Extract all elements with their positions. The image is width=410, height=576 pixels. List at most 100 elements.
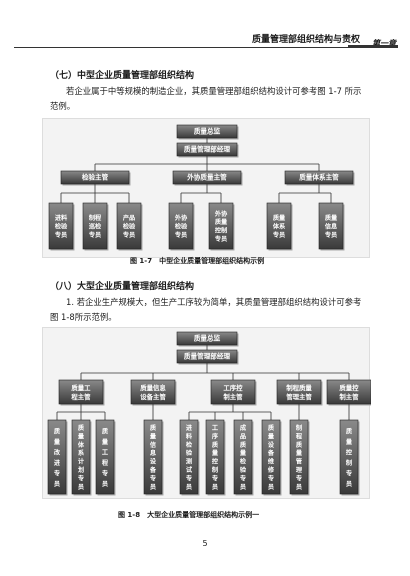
box-label: 工 bbox=[212, 425, 219, 432]
box-label: 量 bbox=[240, 449, 247, 457]
box-label: 专员 bbox=[55, 231, 67, 239]
box-label: 检 bbox=[186, 441, 193, 449]
box-label: 控制 bbox=[215, 227, 227, 235]
box-label: 制主管 bbox=[339, 392, 359, 401]
box-label: 质 bbox=[78, 424, 85, 432]
box-label: 制 bbox=[212, 466, 218, 474]
box-label: 员 bbox=[212, 483, 218, 491]
box-label: 系 bbox=[78, 449, 84, 457]
box-label: 专 bbox=[346, 470, 352, 478]
box-label: 设 bbox=[150, 458, 157, 466]
header-title: 质量管理部组织结构与责权 bbox=[251, 35, 360, 45]
box-label: 员 bbox=[102, 480, 108, 488]
box-label: 管 bbox=[296, 458, 302, 466]
box-label: 息 bbox=[150, 449, 157, 457]
box-label: 成 bbox=[240, 424, 247, 432]
org-chart-1-7: 质量总监质量管理部经理检验主管进料检验专员制程巡检专员产品检验专员外协质量主管外… bbox=[42, 118, 370, 258]
box-label: 制 bbox=[296, 424, 302, 432]
box-quality-director-2: 质量总监 bbox=[176, 331, 239, 347]
box-label: 改 bbox=[54, 449, 61, 457]
page-header: 质量管理部组织结构与责权 第一章 bbox=[0, 0, 410, 48]
org-chart-1-7-svg: 质量总监质量管理部经理检验主管进料检验专员制程巡检专员产品检验专员外协质量主管外… bbox=[48, 124, 355, 251]
box-label: 专员 bbox=[325, 231, 337, 239]
box-label: 量 bbox=[54, 438, 61, 446]
box-label: 专 bbox=[150, 474, 156, 482]
box-label: 外协 bbox=[175, 214, 188, 222]
box-label: 检验 bbox=[55, 222, 68, 230]
page-number: 5 bbox=[202, 539, 208, 548]
box-label: 控 bbox=[212, 458, 219, 466]
box-qm-manager-2: 质量管理部经理 bbox=[176, 349, 239, 365]
box-label: 质量控 bbox=[339, 383, 359, 392]
box-label: 备 bbox=[149, 466, 157, 474]
box-label: 设备主管 bbox=[140, 392, 166, 401]
box-label: 员 bbox=[186, 483, 192, 491]
org-chart-1-8-svg: 质量总监质量管理部经理质量工程主管质量改进专员质量体系计划专员质量工程专员质量信… bbox=[47, 331, 373, 496]
box-label: 外协 bbox=[215, 210, 228, 218]
box-label: 质量 bbox=[273, 214, 286, 222]
box-label: 制程质量 bbox=[286, 383, 312, 392]
box-label: 质量 bbox=[325, 214, 338, 222]
box-label: 试 bbox=[186, 466, 193, 474]
box-label: 质 bbox=[102, 428, 109, 436]
box-label: 验 bbox=[186, 449, 193, 457]
box-label: 员 bbox=[268, 483, 274, 491]
section-8-heading: （八）大型企业质量管理部组织结构 bbox=[50, 282, 195, 292]
box-label: 程 bbox=[296, 432, 303, 440]
box-label: 专员 bbox=[175, 231, 187, 239]
box-label: 品 bbox=[240, 432, 246, 440]
box-label: 外协质量主管 bbox=[187, 173, 227, 182]
box-label: 专 bbox=[186, 474, 192, 482]
box-label: 质量 bbox=[215, 218, 228, 226]
box-label: 设 bbox=[268, 441, 275, 449]
box-label: 制 bbox=[346, 459, 352, 467]
box-label: 验 bbox=[240, 466, 247, 474]
box-label: 管理主管 bbox=[286, 392, 312, 401]
box-label: 专员 bbox=[89, 231, 101, 239]
box-label: 控 bbox=[346, 449, 353, 457]
box-label: 体 bbox=[78, 441, 85, 449]
org-chart-1-8: 质量总监质量管理部经理质量工程主管质量改进专员质量体系计划专员质量工程专员质量信… bbox=[42, 327, 373, 499]
box-label: 质量管理部经理 bbox=[184, 352, 231, 361]
box-label: 计 bbox=[78, 458, 85, 466]
box-label: 质量体系主管 bbox=[299, 173, 339, 182]
header-rule-thick bbox=[348, 45, 398, 48]
box-label: 检 bbox=[240, 458, 247, 466]
box-label: 量 bbox=[268, 432, 275, 440]
header-chapter: 第一章 bbox=[372, 39, 396, 48]
box-label: 量 bbox=[78, 432, 85, 440]
box-label: 专 bbox=[240, 474, 246, 482]
box-label: 质量管理部经理 bbox=[184, 145, 231, 154]
box-label: 质量总监 bbox=[194, 127, 221, 136]
box-label: 划 bbox=[78, 466, 84, 474]
section-8-text: 1. 若企业生产规模大，但生产工序较为简单，其质量管理部组织结构设计可参考图 1… bbox=[50, 297, 362, 322]
figure-1-7-caption: 图 1-7 中型企业质量管理部组织结构示例 bbox=[130, 257, 265, 265]
box-label: 序 bbox=[211, 432, 219, 440]
box-label: 量 bbox=[212, 449, 219, 457]
box-label: 质 bbox=[296, 441, 303, 449]
box-label: 专 bbox=[54, 470, 60, 478]
box-label: 专 bbox=[102, 470, 108, 478]
box-label: 测 bbox=[186, 458, 192, 466]
box-label: 专 bbox=[212, 474, 218, 482]
box-label: 质 bbox=[150, 424, 157, 432]
box-label: 备 bbox=[267, 449, 275, 457]
box-label: 检验 bbox=[175, 222, 188, 230]
box-label: 员 bbox=[78, 483, 84, 491]
section-7-heading: （七）中型企业质量管理部组织结构 bbox=[50, 71, 195, 81]
box-label: 专 bbox=[268, 474, 274, 482]
box-qm-manager: 质量管理部经理 bbox=[176, 142, 239, 158]
box-supervisor-2: 质量体系主管 bbox=[284, 170, 355, 186]
box-label: 量 bbox=[346, 438, 353, 446]
box-label: 质 bbox=[54, 428, 61, 436]
box-label: 员 bbox=[296, 483, 302, 491]
figure-1-8-caption: 图 1-8 大型企业质量管理部组织结构示例一 bbox=[118, 511, 260, 519]
